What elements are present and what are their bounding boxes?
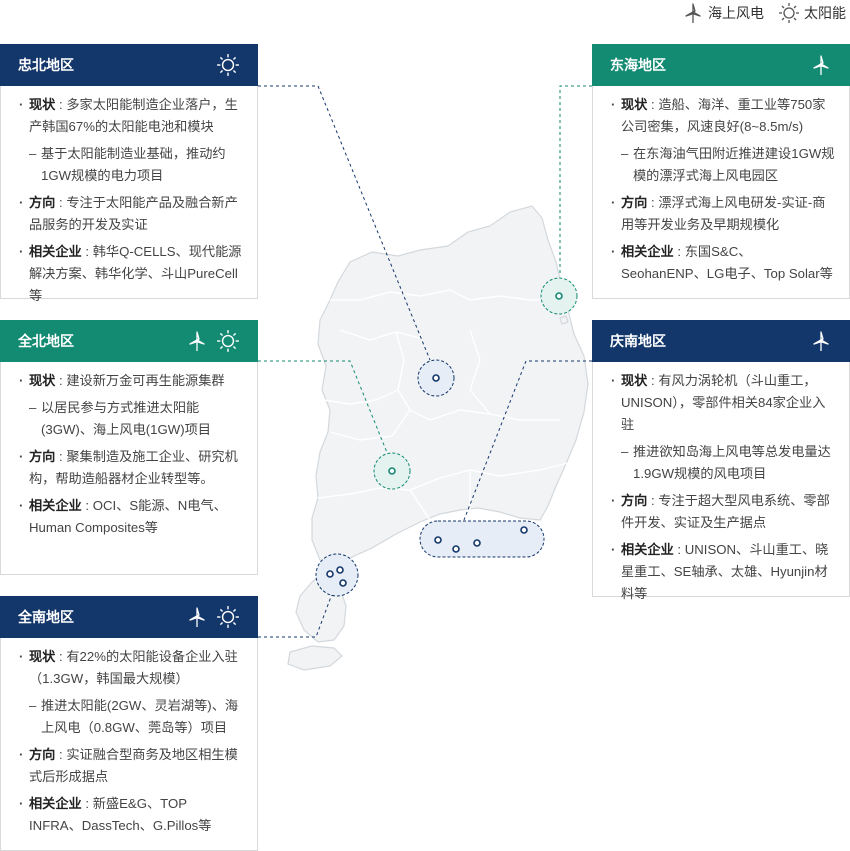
status-row: 现状 : 有风力涡轮机（斗山重工，UNISON），零部件相关84家企业入驻 [611,370,835,436]
status-sub: 以居民参与方式推进太阳能(3GW)、海上风电(1GW)项目 [19,397,243,441]
wind-turbine-icon [189,331,205,351]
solar-icon [779,3,799,23]
status-row: 现状 : 多家太阳能制造企业落户，生产韩国67%的太阳能电池和模块 [19,94,243,138]
direction-row: 方向 : 实证融合型商务及地区相生模式后形成据点 [19,744,243,788]
status-sub: 推进欲知岛海上风电等总发电量达1.9GW规模的风电项目 [611,441,835,485]
legend-solar: 太阳能 [778,2,846,24]
companies-row: 相关企业 : 新盛E&G、TOP INFRA、DassTech、G.Pillos… [19,793,243,837]
leader-lines [258,85,592,638]
direction-row: 方向 : 聚集制造及施工企业、研究机构，帮助造船器材企业转型等。 [19,446,243,490]
marker-chungbuk[interactable] [417,359,455,397]
region-title: 东海地区 [610,57,666,73]
marker-donghae[interactable] [540,277,578,315]
panel-header: 庆南地区 [592,320,850,362]
panel-header: 全南地区 [0,596,258,638]
province-borders [317,289,573,521]
companies-row: 相关企业 : 东国S&C、SeohanENP、LG电子、Top Solar等 [611,241,835,285]
direction-row: 方向 : 专注于超大型风电系统、零部件开发、实证及生产据点 [611,490,835,534]
companies-row: 相关企业 : 韩华Q-CELLS、现代能源解决方案、韩华化学、斗山PureCel… [19,241,243,307]
panel-header: 东海地区 [592,44,850,86]
region-title: 全北地区 [18,333,74,349]
companies-row: 相关企业 : OCI、S能源、N电气、Human Composites等 [19,495,243,539]
solar-icon [217,54,239,76]
leader-donghae [559,85,592,276]
legend-wind-label: 海上风电 [708,5,764,21]
panel-chungbuk: 忠北地区 现状 : 多家太阳能制造企业落户，生产韩国67%的太阳能电池和模块 基… [0,44,258,303]
solar-icon [217,606,239,628]
panel-header: 忠北地区 [0,44,258,86]
peninsula-shape [287,205,589,671]
leader-jeonbuk [258,360,391,461]
status-row: 现状 : 造船、海洋、重工业等750家公司密集，风速良好(8~8.5m/s) [611,94,835,138]
legend-solar-label: 太阳能 [804,5,846,21]
marker-jeonbuk[interactable] [373,452,411,490]
panel-gyeongnam: 庆南地区 现状 : 有风力涡轮机（斗山重工，UNISON），零部件相关84家企业… [592,320,850,601]
marker-jeonnam[interactable] [315,553,359,597]
wind-turbine-icon [813,331,829,351]
panel-donghae: 东海地区 现状 : 造船、海洋、重工业等750家公司密集，风速良好(8~8.5m… [592,44,850,299]
status-row: 现状 : 建设新万金可再生能源集群 [19,370,243,392]
status-sub: 基于太阳能制造业基础，推动约1GW规模的电力项目 [19,143,243,187]
status-sub: 推进太阳能(2GW、灵岩湖等)、海上风电（0.8GW、莞岛等）项目 [19,695,243,739]
region-title: 忠北地区 [18,57,74,73]
region-title: 全南地区 [18,609,74,625]
direction-row: 方向 : 专注于太阳能产品及融合新产品服务的开发及实证 [19,192,243,236]
marker-gyeongnam[interactable] [419,520,545,558]
solar-icon [217,330,239,352]
panel-jeonbuk: 全北地区 现状 : 建设新万金可再生能源集群 以居民参与方式推进太阳能(3GW)… [0,320,258,575]
leader-gyeongnam [463,360,592,521]
leader-jeonnam [258,593,333,638]
wind-turbine-icon [189,607,205,627]
map-legend: 海上风电 太阳能 [672,2,846,24]
leader-chungbuk [258,85,431,361]
status-sub: 在东海油气田附近推进建设1GW规模的漂浮式海上风电园区 [611,143,835,187]
direction-row: 方向 : 漂浮式海上风电研发-实证-商用等开发业务及早期规模化 [611,192,835,236]
panel-header: 全北地区 [0,320,258,362]
region-title: 庆南地区 [610,333,666,349]
wind-turbine-icon [685,3,701,23]
wind-turbine-icon [813,55,829,75]
legend-wind: 海上风电 [682,2,764,24]
status-row: 现状 : 有22%的太阳能设备企业入驻（1.3GW，韩国最大规模） [19,646,243,690]
panel-jeonnam: 全南地区 现状 : 有22%的太阳能设备企业入驻（1.3GW，韩国最大规模） 推… [0,596,258,851]
companies-row: 相关企业 : UNISON、斗山重工、晓星重工、SE轴承、太雄、Hyunjin材… [611,539,835,605]
